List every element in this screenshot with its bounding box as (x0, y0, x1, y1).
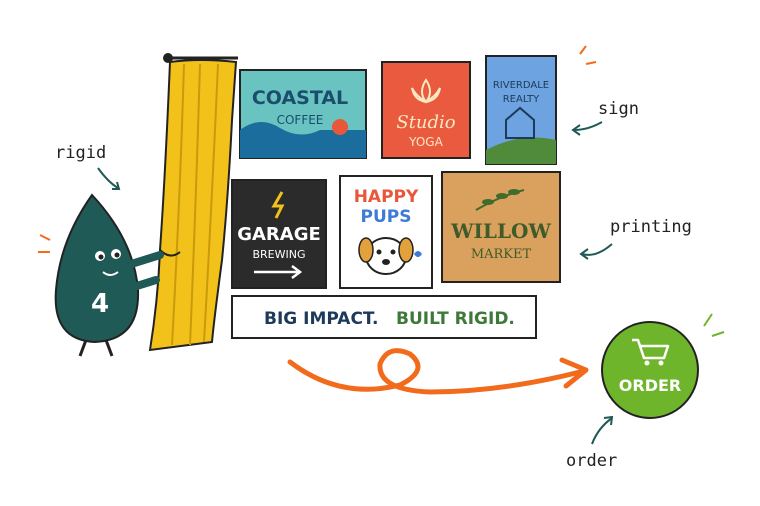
mascot-drop: 4 (38, 193, 164, 357)
dog-icon (358, 237, 414, 275)
sign-riverdale-realty: RIVERDALE REALTY (485, 55, 557, 165)
studio-line2: YOGA (408, 135, 443, 149)
arrow-icon (581, 243, 613, 256)
annotation-sign: sign (598, 99, 639, 119)
studio-line1: Studio (396, 112, 455, 133)
banner-part2: BUILT RIGID. (396, 309, 515, 329)
pups-line1: HAPPY (354, 187, 419, 207)
arrow-icon (573, 121, 603, 131)
shopping-cart-icon (632, 338, 670, 366)
slogan-banner: BIG IMPACT. BUILT RIGID. (231, 295, 537, 339)
sign-studio-yoga: Studio YOGA (381, 61, 471, 159)
lotus-icon (411, 78, 441, 104)
banner-part1: BIG IMPACT. (264, 309, 378, 329)
annotation-order: order (566, 451, 617, 471)
coastal-line1: COASTAL (252, 87, 348, 109)
coastal-line2: COFFEE (277, 113, 324, 127)
annotation-rigid: rigid (55, 143, 106, 163)
lightning-icon (271, 191, 285, 219)
curtain-rod (163, 53, 238, 63)
willow-line2: MARKET (471, 247, 532, 262)
sign-willow-market: WILLOW MARKET (441, 171, 561, 283)
loop-arrow (287, 348, 589, 395)
willow-line1: WILLOW (450, 219, 551, 243)
arrow-icon (591, 417, 613, 445)
riverdale-line2: REALTY (503, 94, 540, 105)
sign-garage-brewing: GARAGE BREWING (231, 179, 327, 289)
house-icon (505, 106, 535, 139)
sign-coastal-coffee: COASTAL COFFEE (239, 69, 367, 159)
arrow-right-icon (254, 265, 303, 279)
pups-line2: PUPS (361, 207, 412, 227)
garage-line1: GARAGE (237, 224, 321, 245)
annotation-printing: printing (610, 217, 692, 237)
order-button-label: ORDER (619, 376, 681, 395)
garage-line2: BREWING (252, 248, 305, 261)
arrow-icon (97, 167, 119, 189)
heart-icon (414, 251, 422, 257)
yellow-curtain (148, 59, 238, 352)
riverdale-line1: RIVERDALE (493, 80, 549, 91)
sign-happy-pups: HAPPY PUPS (339, 175, 433, 289)
mascot-number: 4 (91, 289, 109, 319)
order-button[interactable]: ORDER (601, 321, 699, 419)
